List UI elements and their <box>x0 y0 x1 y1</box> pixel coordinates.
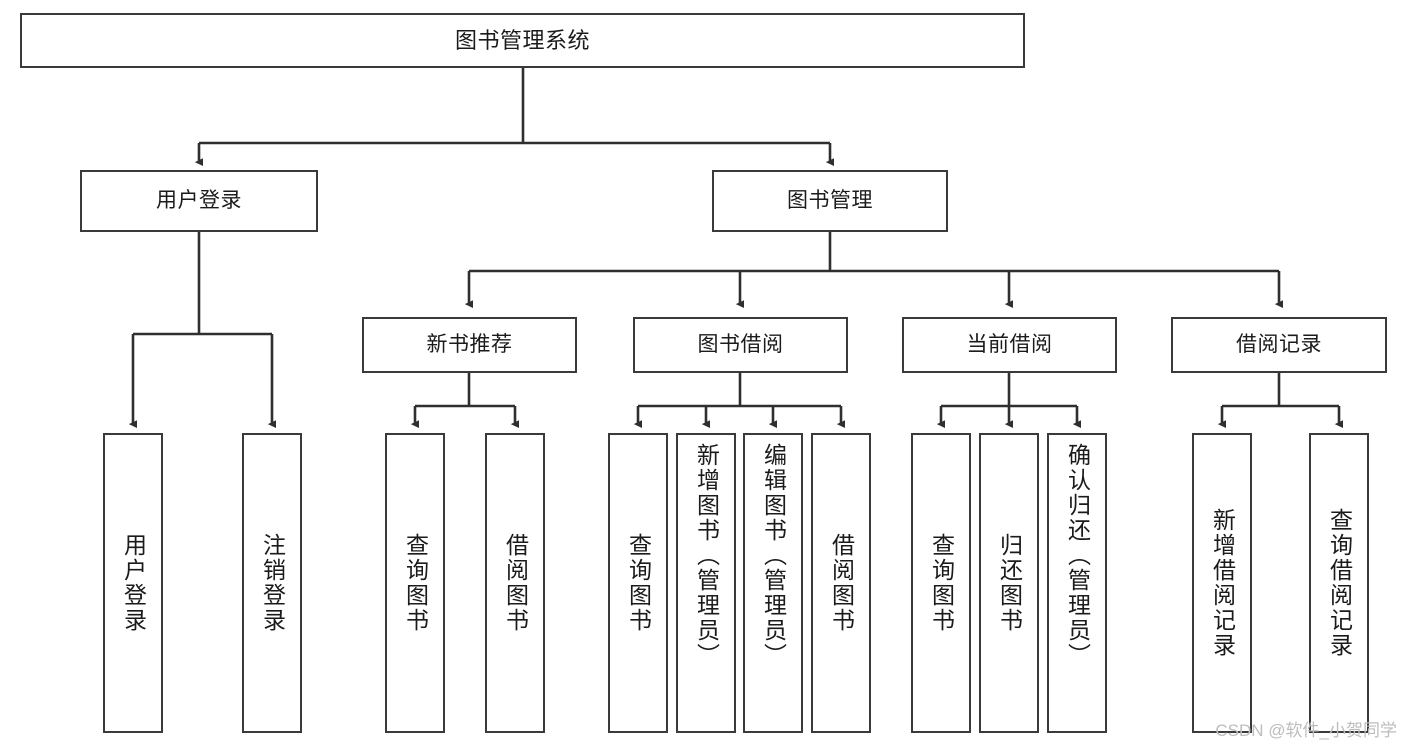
node-root-system[interactable]: 图书管理系统 <box>20 13 1025 68</box>
node-label: 注销登录 <box>259 533 286 633</box>
leaf-borrow-borrow-book[interactable]: 借阅图书 <box>811 433 871 733</box>
leaf-current-return-book[interactable]: 归还图书 <box>979 433 1039 733</box>
node-current-borrow[interactable]: 当前借阅 <box>902 317 1117 373</box>
leaf-current-query-book[interactable]: 查询图书 <box>911 433 971 733</box>
node-label: 借阅图书 <box>828 533 855 633</box>
node-label: 查询图书 <box>402 533 429 633</box>
csdn-watermark: CSDN @软件_小贺同学 <box>1215 721 1397 740</box>
leaf-borrow-add-book[interactable]: 新增图书（管理员） <box>676 433 736 733</box>
node-label: 用户登录 <box>156 188 242 212</box>
node-label: 用户登录 <box>120 533 147 633</box>
node-new-book-recommend[interactable]: 新书推荐 <box>362 317 577 373</box>
node-label: 查询借阅记录 <box>1326 508 1353 658</box>
node-borrow-record[interactable]: 借阅记录 <box>1171 317 1387 373</box>
node-label: 查询图书 <box>928 533 955 633</box>
leaf-record-query-record[interactable]: 查询借阅记录 <box>1309 433 1369 733</box>
node-label: 新增图书（管理员） <box>693 443 720 668</box>
leaf-record-add-record[interactable]: 新增借阅记录 <box>1192 433 1252 733</box>
node-label: 确认归还（管理员） <box>1064 443 1091 668</box>
node-label: 图书借阅 <box>697 332 784 356</box>
leaf-user-logout[interactable]: 注销登录 <box>242 433 302 733</box>
node-label: 新增借阅记录 <box>1209 508 1236 658</box>
leaf-borrow-edit-book[interactable]: 编辑图书（管理员） <box>743 433 803 733</box>
node-book-borrow[interactable]: 图书借阅 <box>633 317 848 373</box>
node-label: 归还图书 <box>996 533 1023 633</box>
node-label: 编辑图书（管理员） <box>760 443 787 668</box>
node-label: 借阅图书 <box>502 533 529 633</box>
leaf-borrow-query-book[interactable]: 查询图书 <box>608 433 668 733</box>
node-book-management[interactable]: 图书管理 <box>712 170 948 232</box>
node-label: 新书推荐 <box>426 332 513 356</box>
node-label: 图书管理系统 <box>454 27 590 53</box>
node-label: 图书管理 <box>787 188 873 212</box>
node-label: 查询图书 <box>625 533 652 633</box>
leaf-recommend-query-book[interactable]: 查询图书 <box>385 433 445 733</box>
node-label: 借阅记录 <box>1236 332 1322 356</box>
leaf-recommend-borrow-book[interactable]: 借阅图书 <box>485 433 545 733</box>
node-user-login[interactable]: 用户登录 <box>80 170 318 232</box>
leaf-user-login[interactable]: 用户登录 <box>103 433 163 733</box>
node-label: 当前借阅 <box>966 332 1053 356</box>
leaf-current-confirm-return[interactable]: 确认归还（管理员） <box>1047 433 1107 733</box>
